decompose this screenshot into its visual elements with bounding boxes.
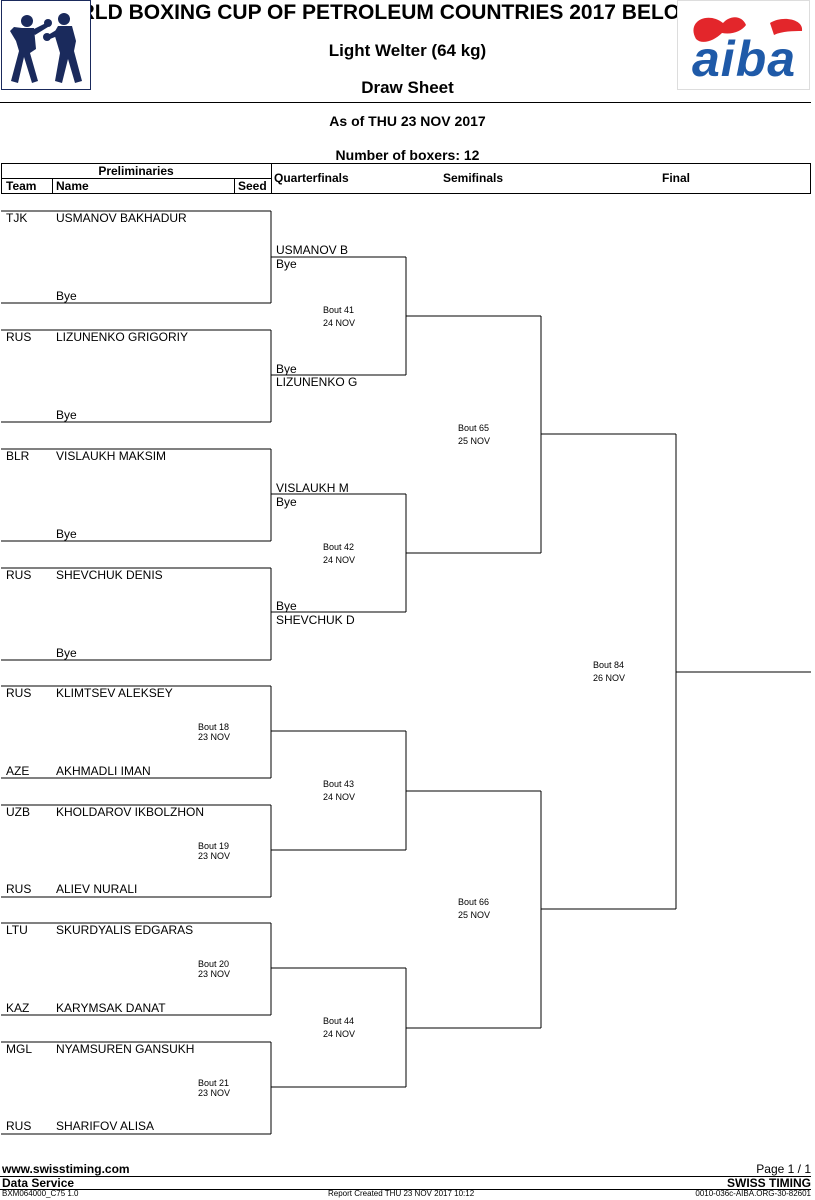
prelim-bottom-team: RUS [6, 1119, 32, 1133]
final-date: 26 NOV [593, 673, 626, 683]
prelim-top-name: SKURDYALIS EDGARAS [56, 923, 194, 937]
qf-bottom-sub: Bye [276, 362, 297, 376]
prelim-top-team: BLR [6, 449, 30, 463]
prelim-bottom-team: KAZ [6, 1001, 30, 1015]
sf-bout: Bout 66 [458, 897, 490, 907]
qf-top-sub: Bye [276, 495, 297, 509]
header-divider [0, 102, 811, 103]
prelim-top-team: RUS [6, 686, 32, 700]
prelim-top-team: MGL [6, 1042, 33, 1056]
prelim-bottom-name: KARYMSAK DANAT [56, 1001, 166, 1015]
qf-date: 24 NOV [323, 1029, 356, 1039]
col-final: Final [662, 171, 691, 185]
prelim-top-name: NYAMSUREN GANSUKH [56, 1042, 195, 1056]
prelim-bottom-name: Bye [56, 646, 77, 660]
prelim-date: 23 NOV [198, 732, 231, 742]
qf-top-winner: USMANOV B [276, 243, 349, 257]
qf-bout: Bout 44 [323, 1016, 355, 1026]
sf-date: 25 NOV [458, 910, 491, 920]
footer-website[interactable]: www.swisstiming.com [2, 1162, 130, 1176]
number-of-boxers: Number of boxers: 12 [335, 147, 480, 163]
prelim-top-team: LTU [6, 923, 28, 937]
qf-bottom-winner: LIZUNENKO G [276, 375, 358, 389]
prelim-bottom-name: Bye [56, 408, 77, 422]
qf-bout: Bout 41 [323, 305, 355, 315]
footer-page: Page 1 / 1 [756, 1162, 811, 1176]
prelim-bout: Bout 18 [198, 722, 230, 732]
qf-bottom-winner: SHEVCHUK D [276, 613, 355, 627]
page-title: WORLD BOXING CUP OF PETROLEUM COUNTRIES … [43, 1, 772, 24]
col-team: Team [6, 179, 37, 193]
prelim-bottom-name: Bye [56, 289, 77, 303]
prelim-date: 23 NOV [198, 851, 231, 861]
prelim-bottom-name: AKHMADLI IMAN [56, 764, 151, 778]
col-name: Name [56, 179, 89, 193]
prelim-top-name: LIZUNENKO GRIGORIY [56, 330, 189, 344]
footer-code-left: BXM064000_C75 1.0 [2, 1189, 79, 1198]
sf-date: 25 NOV [458, 436, 491, 446]
footer-code-right: 0010-036c-AIBA.ORG-30-82601 [695, 1189, 811, 1198]
final-bout: Bout 84 [593, 660, 625, 670]
prelim-top-name: SHEVCHUK DENIS [56, 568, 163, 582]
col-seed: Seed [238, 179, 267, 193]
prelim-bout: Bout 21 [198, 1078, 230, 1088]
weight-class: Light Welter (64 kg) [328, 41, 487, 60]
col-preliminaries: Preliminaries [98, 164, 174, 178]
aiba-logo-icon: aiba [677, 0, 810, 90]
aiba-logo-text: aiba [692, 31, 797, 87]
col-quarterfinals: Quarterfinals [274, 171, 349, 185]
prelim-top-team: UZB [6, 805, 30, 819]
prelim-bottom-team: AZE [6, 764, 30, 778]
prelim-top-team: RUS [6, 568, 32, 582]
as-of-date: As of THU 23 NOV 2017 [329, 113, 486, 129]
qf-bout: Bout 43 [323, 779, 355, 789]
prelim-bottom-name: Bye [56, 527, 77, 541]
qf-date: 24 NOV [323, 555, 356, 565]
prelim-top-name: KHOLDAROV IKBOLZHON [56, 805, 205, 819]
prelim-bottom-team: RUS [6, 882, 32, 896]
prelim-top-name: VISLAUKH MAKSIM [56, 449, 167, 463]
footer-data-service: Data Service [2, 1176, 75, 1190]
doc-type: Draw Sheet [361, 78, 454, 97]
prelim-top-name: USMANOV BAKHADUR [56, 211, 187, 225]
prelim-bout: Bout 20 [198, 959, 230, 969]
prelim-top-team: TJK [6, 211, 28, 225]
qf-bout: Bout 42 [323, 542, 355, 552]
prelim-top-team: RUS [6, 330, 32, 344]
footer-swiss-timing: SWISS TIMING [727, 1176, 811, 1190]
prelim-date: 23 NOV [198, 969, 231, 979]
footer-divider [0, 1176, 811, 1177]
qf-date: 24 NOV [323, 318, 356, 328]
prelim-date: 23 NOV [198, 1088, 231, 1098]
sf-bout: Bout 65 [458, 423, 490, 433]
prelim-top-name: KLIMTSEV ALEKSEY [56, 686, 173, 700]
prelim-bout: Bout 19 [198, 841, 230, 851]
qf-top-winner: VISLAUKH M [276, 481, 349, 495]
prelim-bottom-name: SHARIFOV ALISA [56, 1119, 155, 1133]
col-semifinals: Semifinals [443, 171, 504, 185]
qf-bottom-sub: Bye [276, 599, 297, 613]
prelim-bottom-name: ALIEV NURALI [56, 882, 138, 896]
footer-report-created: Report Created THU 23 NOV 2017 10:12 [328, 1189, 475, 1198]
qf-date: 24 NOV [323, 792, 356, 802]
boxers-logo-icon [1, 0, 91, 90]
qf-top-sub: Bye [276, 257, 297, 271]
